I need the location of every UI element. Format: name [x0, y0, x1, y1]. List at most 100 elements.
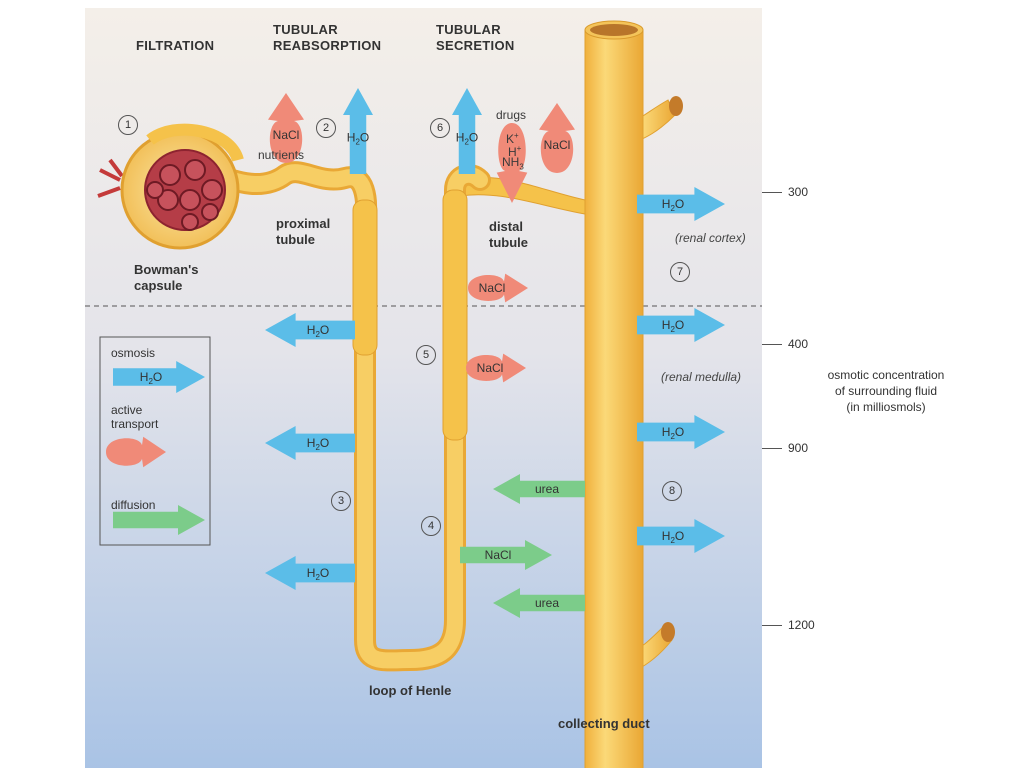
active-arrow-ascending-nacl-1: NaCl — [468, 273, 528, 303]
active-arrow-secretion-nacl: NaCl — [539, 103, 575, 173]
water-arrow-duct-medulla-2-label-part: H — [662, 425, 671, 439]
water-arrow-descending-2-label: H2O — [307, 436, 329, 452]
water-arrow-duct-medulla-1-label-part: H — [662, 318, 671, 332]
water-arrow-duct-cortex: H2O — [637, 187, 725, 221]
step-number-6: 6 — [430, 118, 450, 138]
water-arrow-descending-3-label-part: H — [307, 566, 316, 580]
water-arrow-proximal-label-part: 2 — [355, 137, 360, 146]
ascending-thick-segment — [442, 189, 468, 441]
step-number-8: 8 — [662, 481, 682, 501]
ammonia-symbol: NH — [502, 155, 520, 169]
water-arrow-duct-medulla-2-shape — [637, 415, 725, 449]
water-arrow-duct-cortex-label-part: O — [675, 197, 684, 211]
legend-osmosis-arrow-label-part: 2 — [148, 377, 153, 386]
active-arrow-ascending-nacl-1-label-part: NaCl — [479, 281, 506, 295]
active-arrow-ascending-nacl-1-label: NaCl — [479, 281, 506, 295]
water-arrow-duct-medulla-2: H2O — [637, 415, 725, 449]
active-arrow-ascending-nacl-2-shape — [466, 353, 526, 383]
osmolarity-tick-label: 300 — [788, 185, 809, 199]
bowmans-capsule-shape — [97, 123, 244, 250]
osmolarity-tick-mark — [762, 192, 782, 193]
header-tubular-reabsorption: TUBULAR REABSORPTION — [273, 22, 381, 54]
water-arrow-descending-1-label-part: 2 — [315, 330, 320, 339]
water-arrow-duct-medulla-2-label-part: 2 — [670, 432, 675, 441]
water-arrow-duct-medulla-1-shape — [637, 308, 725, 342]
osmolarity-title-line2: of surrounding fluid — [834, 384, 938, 398]
water-arrow-duct-cortex-label-part: H — [662, 197, 671, 211]
legend-osmosis-arrow-label: H2O — [140, 370, 162, 386]
water-arrow-distal-label: H2O — [456, 130, 478, 146]
water-arrow-descending-1: H2O — [265, 313, 355, 347]
water-arrow-descending-3-label: H2O — [307, 566, 329, 582]
active-arrow-ascending-nacl-2: NaCl — [466, 353, 526, 383]
osmolarity-tick-mark — [762, 344, 782, 345]
water-arrow-proximal-label: H2O — [347, 130, 369, 146]
active-arrow-secretion-ions — [496, 123, 528, 203]
water-arrow-duct-medulla-3-label: H2O — [662, 529, 684, 545]
legend-osmosis-arrow-label-part: O — [153, 370, 162, 384]
step-number-3: 3 — [331, 491, 351, 511]
legend-osmosis-arrow: H2O — [113, 361, 205, 393]
collecting-duct-shape — [454, 20, 683, 768]
water-arrow-duct-medulla-2-label-part: O — [675, 425, 684, 439]
water-arrow-descending-2-label-part: O — [320, 436, 329, 450]
water-arrow-duct-medulla-3-label-part: 2 — [670, 536, 675, 545]
water-arrow-duct-cortex-label-part: 2 — [670, 204, 675, 213]
osmolarity-tick-label: 400 — [788, 337, 809, 351]
osmolarity-tick-label: 900 — [788, 441, 809, 455]
header-tubular-reabsorption-line2: REABSORPTION — [273, 38, 382, 53]
osmolarity-title-line3: (in milliosmols) — [846, 400, 926, 414]
step-number-7: 7 — [670, 262, 690, 282]
header-tubular-secretion-line1: TUBULAR — [436, 22, 501, 37]
step-number-4: 4 — [421, 516, 441, 536]
header-tubular-reabsorption-line1: TUBULAR — [273, 22, 338, 37]
active-arrow-ascending-nacl-2-label: NaCl — [477, 361, 504, 375]
water-arrow-descending-1-label: H2O — [307, 323, 329, 339]
water-arrow-duct-medulla-3-label-part: O — [675, 529, 684, 543]
diffusion-arrow-nacl-label: NaCl — [485, 548, 512, 562]
proximal-tubule-label-line2: tubule — [276, 232, 315, 247]
osmolarity-title: osmotic concentration of surrounding flu… — [806, 367, 966, 415]
bowmans-capsule-label-line1: Bowman's — [134, 262, 199, 277]
active-arrow-ascending-nacl-2-label-part: NaCl — [477, 361, 504, 375]
legend-active-transport-arrow — [106, 436, 166, 468]
bowmans-capsule-label: Bowman's capsule — [134, 262, 199, 294]
hydrogen-ion-label: H+ — [508, 143, 521, 158]
water-arrow-distal-label-part: O — [469, 130, 478, 144]
active-arrow-proximal-nacl-label: NaCl — [273, 128, 300, 142]
water-arrow-descending-2-label-part: H — [307, 436, 316, 450]
potassium-charge: + — [514, 131, 519, 140]
step-number-5: 5 — [416, 345, 436, 365]
diffusion-arrow-urea-1-label: urea — [535, 482, 559, 496]
water-arrow-distal: H2O — [452, 88, 482, 174]
diffusion-arrow-nacl-shape — [460, 540, 552, 570]
proximal-tubule-label-line1: proximal — [276, 216, 331, 231]
active-arrow-secretion-ions-shape — [496, 123, 528, 203]
water-arrow-descending-2-shape — [265, 426, 355, 460]
water-arrow-proximal: H2O — [343, 88, 373, 174]
distal-tubule-label-line1: distal — [489, 219, 523, 234]
distal-tubule-label: distal tubule — [489, 219, 528, 251]
water-arrow-descending-3-label-part: O — [320, 566, 329, 580]
hydrogen-symbol: H — [508, 145, 517, 159]
water-arrow-proximal-label-part: O — [360, 130, 369, 144]
legend-active-transport-line2: transport — [111, 417, 159, 431]
diffusion-arrow-urea-2-label-part: urea — [535, 596, 559, 610]
water-arrow-descending-1-label-part: O — [320, 323, 329, 337]
renal-medulla-label: (renal medulla) — [661, 370, 742, 384]
water-arrow-duct-medulla-3-label-part: H — [662, 529, 671, 543]
active-arrow-proximal-nacl: NaCl — [268, 93, 304, 163]
water-arrow-duct-medulla-3: H2O — [637, 519, 725, 553]
water-arrow-proximal-label-part: H — [347, 130, 356, 144]
nutrients-label: nutrients — [258, 148, 305, 162]
active-arrow-ascending-nacl-1-shape — [468, 273, 528, 303]
legend-diffusion-arrow-shape — [113, 505, 205, 535]
potassium-symbol: K — [506, 132, 515, 146]
distal-tubule-label-line2: tubule — [489, 235, 528, 250]
water-arrow-duct-medulla-1: H2O — [637, 308, 725, 342]
legend-diffusion-arrow — [113, 505, 205, 535]
renal-cortex-label: (renal cortex) — [675, 231, 746, 245]
water-arrow-proximal-shape — [343, 88, 373, 174]
water-arrow-duct-cortex-label: H2O — [662, 197, 684, 213]
